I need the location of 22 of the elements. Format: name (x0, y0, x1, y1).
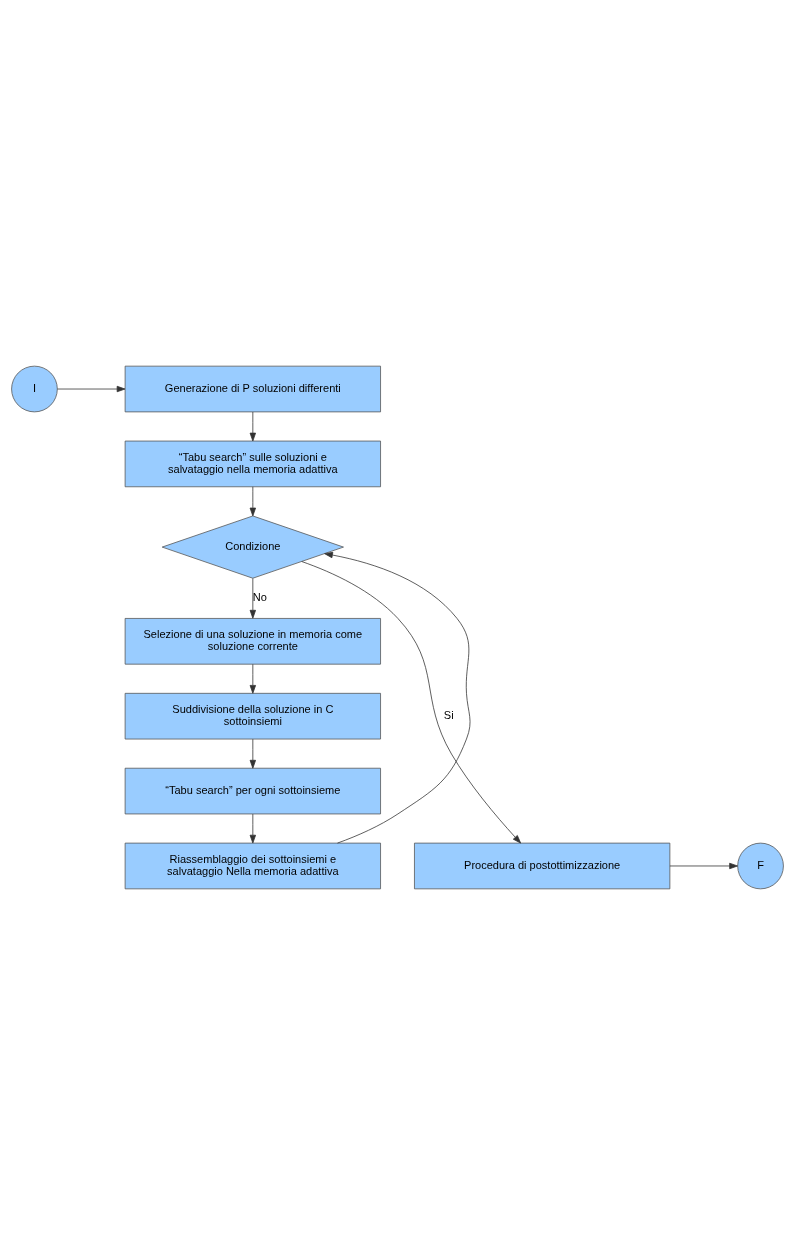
arrow (249, 813, 256, 843)
node-circle: F (737, 842, 784, 889)
arrow (249, 411, 256, 441)
arrow (249, 663, 256, 694)
arrow (669, 862, 738, 869)
node-circle: I (11, 365, 58, 412)
arrow (249, 738, 256, 769)
node-box: Generazione di P soluzioni differenti (124, 365, 381, 412)
edge-label: No (252, 590, 267, 603)
node-box: Suddivisione della soluzione in C sottoinsiemi (124, 692, 381, 739)
arrow (249, 577, 256, 619)
node-box: Procedura di postottimizzazione (414, 842, 671, 889)
edge-label: Si (443, 708, 454, 721)
arrow (301, 560, 522, 843)
node-box: “Tabu search” sulle soluzioni e salvataggio nella memoria adattiva (124, 440, 381, 487)
arrow (57, 385, 126, 392)
node-diamond: Condizione (161, 515, 344, 579)
arrow (249, 485, 256, 516)
node-box: “Tabu search” per ogni sottoinsieme (124, 767, 381, 814)
node-box: Riassemblaggio dei sottoinsiemi e salvataggio Nella memoria adattiva (124, 842, 381, 889)
arrow (324, 551, 471, 843)
node-box: Selezione di una soluzione in memoria come soluzione corrente (124, 617, 381, 665)
